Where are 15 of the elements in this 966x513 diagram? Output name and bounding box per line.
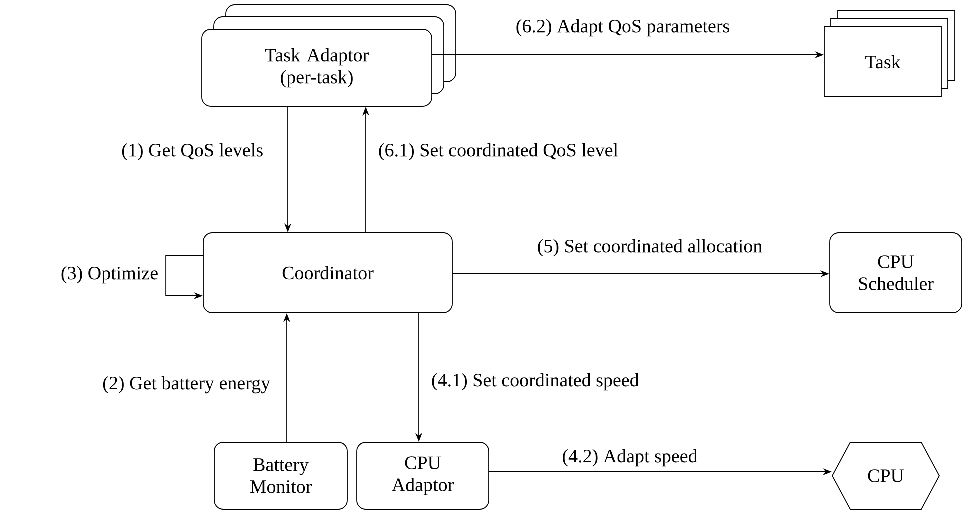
- stacked-box: Task: [824, 10, 956, 98]
- edge-label: (4.2) Adapt speed: [561, 448, 699, 468]
- process-box: Battery Monitor: [214, 442, 348, 510]
- process-box: Coordinator: [203, 232, 453, 314]
- edge-label: (2) Get battery energy: [102, 375, 272, 395]
- edge-label: (5) Set coordinated allocation: [536, 238, 764, 258]
- process-box: CPU Adaptor: [356, 442, 490, 510]
- edge-label: (6.1) Set coordinated QoS level: [377, 142, 620, 162]
- stacked-box: Task Adaptor (per-task): [202, 4, 456, 107]
- hexagon: CPU: [832, 442, 940, 510]
- edge-label: (4.1) Set coordinated speed: [430, 372, 640, 392]
- edge-label: (6.2) Adapt QoS parameters: [514, 18, 732, 38]
- process-box: CPU Scheduler: [830, 232, 962, 314]
- edge-label: (3) Optimize: [60, 265, 160, 285]
- edge-label: (1) Get QoS levels: [120, 142, 265, 162]
